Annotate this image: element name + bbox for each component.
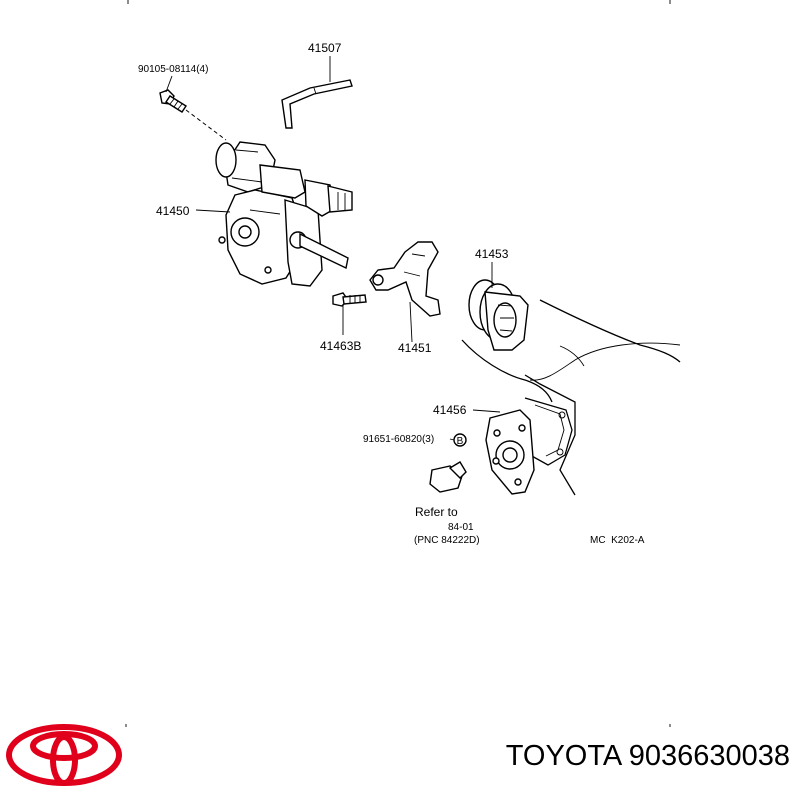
actuator-motor xyxy=(215,141,353,287)
diagram-code: MC K202-A xyxy=(590,535,645,546)
callout-41507: 41507 xyxy=(308,41,342,55)
callout-41463b: 41463B xyxy=(320,339,361,353)
washer-b: B xyxy=(453,433,467,447)
callout-41456: 41456 xyxy=(433,403,467,417)
leader-lines xyxy=(165,56,501,441)
hub-sleeve xyxy=(468,279,529,351)
switch-pin xyxy=(429,461,467,493)
callout-41451: 41451 xyxy=(398,341,432,355)
callout-90105-08114: 90105-08114(4) xyxy=(138,64,208,75)
refer-to-line1: Refer to xyxy=(415,505,458,519)
bolt-90105 xyxy=(159,89,227,141)
refer-to-line2: 84-01 xyxy=(448,522,474,533)
refer-to-line3: (PNC 84222D) xyxy=(414,535,480,546)
bolt-41463b xyxy=(332,292,367,307)
brand-part-number: TOYOTA 9036630038 xyxy=(505,740,790,772)
callout-41453: 41453 xyxy=(475,247,509,261)
wire-harness xyxy=(281,79,353,129)
washer-mark-label: B xyxy=(457,436,464,447)
toyota-logo-icon xyxy=(6,724,122,786)
crop-marks xyxy=(125,0,671,727)
callout-41450: 41450 xyxy=(156,204,190,218)
callout-91651-60820: 91651-60820(3) xyxy=(363,434,434,445)
shift-cover xyxy=(485,409,535,495)
shift-fork xyxy=(369,241,441,317)
transfer-case-housing xyxy=(461,299,681,496)
